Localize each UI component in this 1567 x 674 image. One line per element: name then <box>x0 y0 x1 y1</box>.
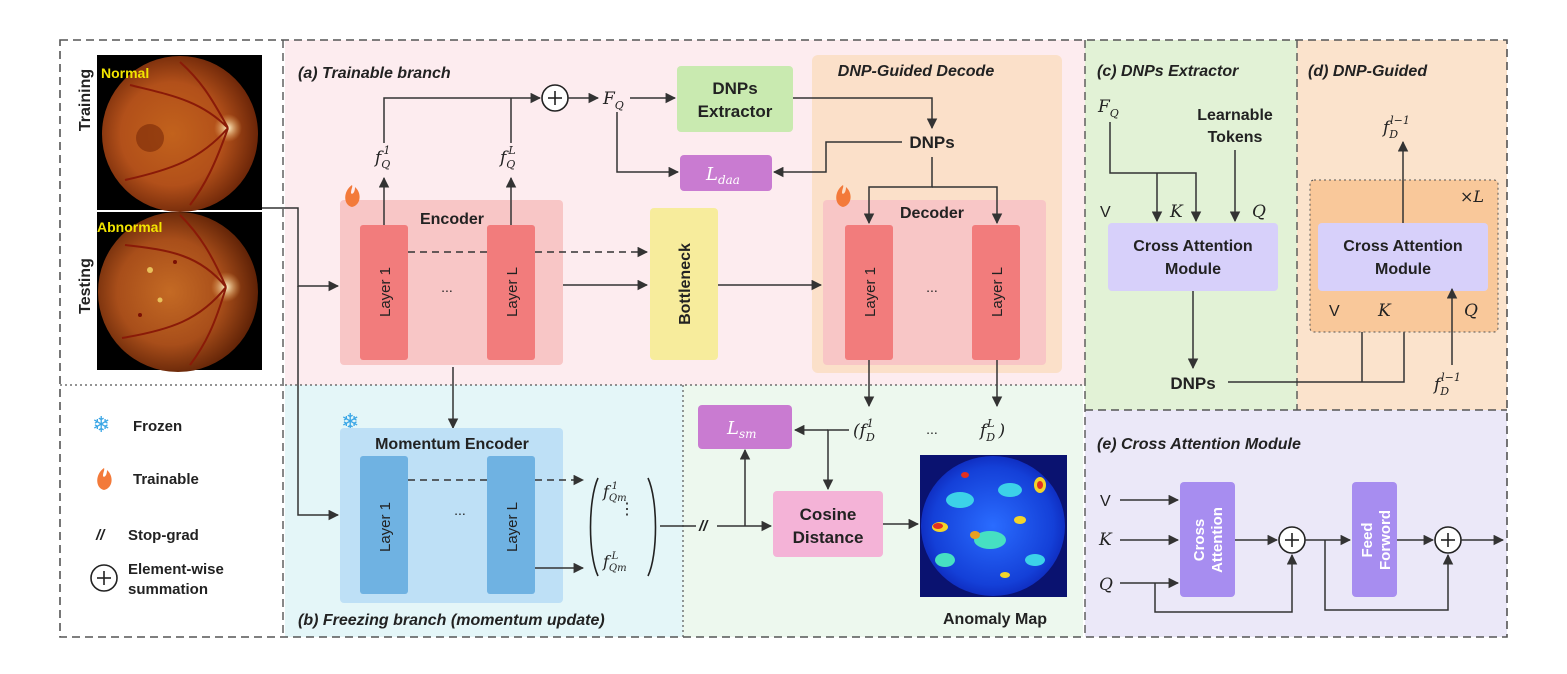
legend-sum-line1: Element-wise <box>128 561 224 578</box>
extractor-cam-block <box>1108 223 1278 291</box>
decoder-label: Decoder <box>900 205 964 222</box>
snowflake-icon: ❄ <box>341 409 359 434</box>
ldaa-block <box>680 155 772 191</box>
guided-title: (d) DNP-Guided <box>1308 63 1428 80</box>
tokens-line2: Tokens <box>1208 129 1263 146</box>
guided-times-L: ×L <box>1460 187 1484 206</box>
extractor-cam-line2: Module <box>1165 261 1221 278</box>
cam-K: K <box>1098 530 1113 550</box>
fq1-label: fQ1 <box>373 144 390 171</box>
cosine-line2: Distance <box>793 528 864 547</box>
outer-frame <box>59 39 1508 638</box>
normal-retina-image: Normal <box>97 55 262 212</box>
encoder-layer-1-label: Layer 1 <box>377 267 394 317</box>
snowflake-icon: ❄ <box>92 412 110 437</box>
fdL-label: fDL) <box>978 417 1005 444</box>
testing-label: Testing <box>77 258 94 314</box>
bottleneck-block <box>650 208 718 360</box>
decoder-layer-1-label: Layer 1 <box>862 267 879 317</box>
guided-Q: Q <box>1464 301 1478 321</box>
FQ-label: FQ <box>602 89 624 112</box>
extractor-K: K <box>1169 202 1184 222</box>
lsm-block <box>698 405 792 449</box>
decoder-dots: ... <box>926 279 938 295</box>
ldaa-label: Ldaa <box>705 164 740 187</box>
trainable-branch-title: (a) Trainable branch <box>298 65 451 82</box>
fd1-label: (fD1 <box>853 417 875 444</box>
cosine-distance-block <box>773 491 883 557</box>
guided-K: K <box>1377 301 1392 321</box>
bottleneck-label: Bottleneck <box>677 243 694 325</box>
stopgrad-symbol: // <box>698 518 709 535</box>
anomaly-map-label: Anomaly Map <box>943 611 1047 628</box>
decoder-layer-L-label: Layer L <box>989 267 1006 317</box>
cross-attention-block <box>1180 482 1235 597</box>
fqL-label: fQL <box>498 144 516 171</box>
lsm-label: Lsm <box>726 418 757 441</box>
legend: ❄ Frozen Trainable // Stop-grad Element-… <box>90 412 224 598</box>
feed-forward-block <box>1352 482 1397 597</box>
freezing-branch-title: (b) Freezing branch (momentum update) <box>298 612 605 629</box>
cross-attention-line1: Cross <box>1191 519 1208 562</box>
extractor-title: (c) DNPs Extractor <box>1097 63 1239 80</box>
guided-V: V <box>1329 303 1340 320</box>
normal-label: Normal <box>101 65 149 81</box>
dnps-extractor-line2: Extractor <box>698 102 773 121</box>
legend-sum-line2: summation <box>128 581 208 598</box>
decode-title: DNP-Guided Decode <box>838 63 995 80</box>
extractor-cam-line1: Cross Attention <box>1133 238 1252 255</box>
momentum-layer-1-label: Layer 1 <box>377 502 394 552</box>
sum-circle-icon <box>1278 526 1306 554</box>
momentum-layer-1 <box>360 456 408 594</box>
encoder-label: Encoder <box>420 211 484 228</box>
guided-cam-block <box>1318 223 1488 291</box>
legend-trainable: Trainable <box>133 471 199 488</box>
dnps-extractor-line1: DNPs <box>712 79 757 98</box>
cosine-line1: Cosine <box>800 505 857 524</box>
extractor-dnps-label: DNPs <box>1170 374 1215 393</box>
cross-attention-line2: Attention <box>1209 507 1226 573</box>
extractor-Q: Q <box>1252 202 1266 222</box>
anomaly-map-image <box>920 455 1067 597</box>
tokens-line1: Learnable <box>1197 107 1273 124</box>
fire-icon <box>97 468 112 490</box>
sum-circle-icon <box>541 84 569 112</box>
guided-cam-line2: Module <box>1375 261 1431 278</box>
legend-frozen: Frozen <box>133 418 182 435</box>
momentum-layer-L-label: Layer L <box>504 502 521 552</box>
fire-icon <box>345 185 360 207</box>
momentum-encoder-label: Momentum Encoder <box>375 436 529 453</box>
plus-circle-icon <box>90 564 118 592</box>
legend-stopgrad: Stop-grad <box>128 527 199 544</box>
dnps-extractor-block <box>677 66 793 132</box>
abnormal-label: Abnormal <box>97 219 162 235</box>
encoder-layer-L-label: Layer L <box>504 267 521 317</box>
stopgrad-symbol: // <box>95 527 106 544</box>
cam-Q: Q <box>1099 575 1113 595</box>
fire-icon <box>836 185 851 207</box>
feed-forward-line2: Forword <box>1377 510 1394 570</box>
momentum-layer-L <box>487 456 535 594</box>
svg-text:⋮: ⋮ <box>619 501 635 518</box>
training-label: Training <box>77 69 94 131</box>
momentum-dots: ... <box>454 502 466 518</box>
decode-dnps-label: DNPs <box>909 133 954 152</box>
guided-cam-line1: Cross Attention <box>1343 238 1462 255</box>
encoder-layer-1 <box>360 225 408 360</box>
encoder-dots: ... <box>441 279 453 295</box>
sum-circle-icon <box>1434 526 1462 554</box>
decoder-layer-L <box>972 225 1020 360</box>
extractor-V: V <box>1100 204 1111 221</box>
encoder-layer-L <box>487 225 535 360</box>
decoder-layer-1 <box>845 225 893 360</box>
cam-title: (e) Cross Attention Module <box>1097 436 1301 453</box>
fd-dots: ... <box>926 421 938 437</box>
cam-V: V <box>1100 493 1111 510</box>
feed-forward-line1: Feed <box>1359 522 1376 557</box>
abnormal-retina-image: Abnormal <box>97 212 262 372</box>
